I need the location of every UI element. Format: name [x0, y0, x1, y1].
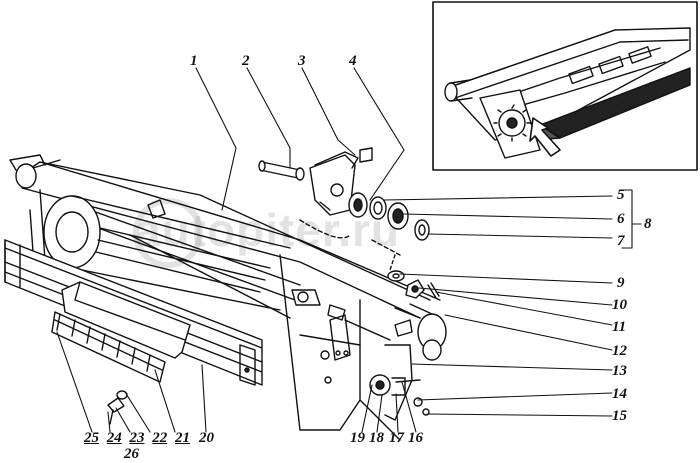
callout-14: 14	[612, 386, 627, 402]
callout-4: 4	[349, 53, 357, 69]
callout-15: 15	[612, 408, 627, 424]
callout-21: 21	[175, 430, 190, 446]
callout-7: 7	[617, 233, 625, 249]
callout-1: 1	[190, 53, 198, 69]
callout-19: 19	[350, 430, 365, 446]
callout-11: 11	[612, 319, 627, 335]
callout-10: 10	[612, 297, 627, 313]
callout-22: 22	[152, 430, 168, 446]
callout-13: 13	[612, 363, 627, 379]
callout-26: 26	[124, 446, 139, 462]
inset-view	[432, 1, 698, 171]
callout-3: 3	[298, 53, 306, 69]
exploded-parts	[107, 147, 440, 425]
callout-5: 5	[617, 187, 625, 203]
callout-25: 25	[84, 430, 99, 446]
callout-group-21-25: 25 24 23 22 21	[84, 431, 190, 446]
callout-24: 24	[106, 430, 122, 446]
callout-20: 20	[199, 430, 214, 446]
callout-9: 9	[617, 275, 625, 291]
callout-18: 18	[369, 430, 384, 446]
callout-17: 17	[389, 430, 404, 446]
callout-8: 8	[644, 216, 652, 232]
callout-2: 2	[242, 53, 250, 69]
leader-lines	[56, 67, 642, 433]
main-frame	[9, 154, 447, 441]
callout-16: 16	[408, 430, 423, 446]
callout-12: 12	[612, 343, 627, 359]
callout-23: 23	[129, 430, 145, 446]
callout-6: 6	[617, 211, 625, 227]
cutter-bar	[4, 239, 263, 386]
